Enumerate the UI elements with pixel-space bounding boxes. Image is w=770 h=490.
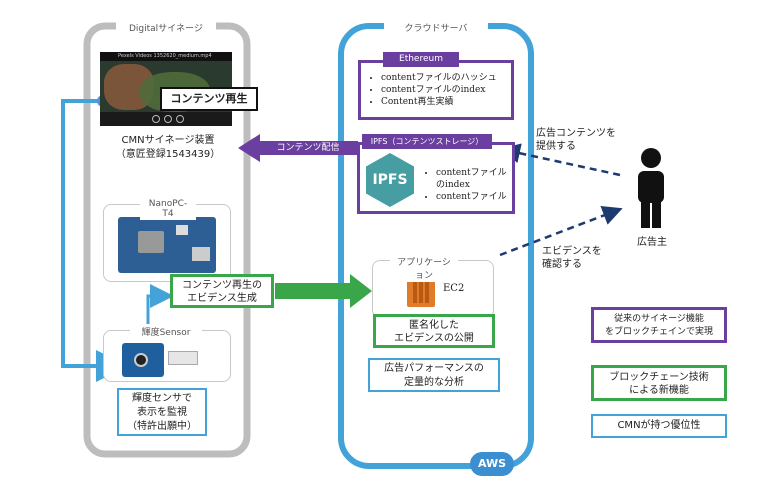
provide-content-arrow <box>500 143 621 177</box>
provide-content-text: 広告コンテンツを 提供する <box>536 127 636 153</box>
video-controls[interactable] <box>100 112 232 126</box>
forward-icon[interactable] <box>176 115 184 123</box>
legend-purple: 従来のサイネージ機能 をブロックチェインで実現 <box>591 307 727 343</box>
analysis-line2: 定量的な分析 <box>404 377 464 388</box>
content-play-label: コンテンツ再生 <box>160 87 258 111</box>
confirm-evidence-arrow <box>499 206 623 257</box>
legend-green-line2: による新機能 <box>629 385 689 396</box>
ec2-icon-bar-a <box>413 277 417 303</box>
rewind-icon[interactable] <box>152 115 160 123</box>
confirm-evidence-text: エビデンスを 確認する <box>542 245 632 271</box>
analysis-line1: 広告パフォーマンスの <box>384 363 484 374</box>
aws-cloud-icon: AWS <box>470 452 514 476</box>
content-delivery-arrow <box>238 134 358 162</box>
pause-icon[interactable] <box>164 115 172 123</box>
anon-line2: エビデンスの公開 <box>394 333 474 344</box>
evidence-upload-arrow <box>275 274 372 308</box>
ipfs-logo: IPFS <box>366 153 414 207</box>
anonymized-evidence-box: 匿名化した エビデンスの公開 <box>373 314 495 348</box>
ethereum-list: contentファイルのハッシュ contentファイルのindex Conte… <box>367 72 507 108</box>
sensor-connector <box>168 351 198 365</box>
provide-line1: 広告コンテンツを <box>536 128 616 139</box>
ipfs-box: IPFS contentファイルのindex contentファイル <box>357 142 515 214</box>
board-port-a <box>176 225 188 235</box>
sensor-box <box>103 330 231 382</box>
sensor-header: 輝度Sensor <box>130 324 202 339</box>
device-name-line2: （意匠登録1543439） <box>115 149 221 160</box>
evidence-line2: エビデンス生成 <box>187 293 257 304</box>
video-title-bar: Pexels Videos 1352620_medium.mp4 <box>100 52 232 61</box>
ethereum-box: contentファイルのハッシュ contentファイルのindex Conte… <box>358 60 514 120</box>
sensor-monitor-box: 輝度センサで 表示を監視 （特許出願中） <box>117 388 207 436</box>
advertiser-person-icon <box>638 148 664 228</box>
provide-line2: 提供する <box>536 141 576 152</box>
device-name-line1: CMNサイネージ装置 <box>121 135 215 146</box>
cloud-header: クラウドサーバ <box>384 20 488 35</box>
ethereum-item: contentファイルのindex <box>381 84 507 96</box>
sensor-evidence-line <box>146 284 174 333</box>
board-port-b <box>192 247 210 261</box>
ec2-icon-bar-b <box>419 277 423 303</box>
nanopc-header: NanoPC-T4 <box>140 198 196 220</box>
ipfs-list: contentファイルのindex contentファイル <box>422 167 512 203</box>
board-chip <box>138 231 164 253</box>
monitor-line3: （特許出願中） <box>127 421 197 432</box>
monitor-line2: 表示を監視 <box>137 407 187 418</box>
ec2-icon-bar-c <box>425 277 429 303</box>
legend-purple-line2: をブロックチェインで実現 <box>604 327 713 337</box>
analysis-box: 広告パフォーマンスの 定量的な分析 <box>368 358 500 392</box>
monitor-line1: 輝度センサで <box>132 393 192 404</box>
legend-green-line1: ブロックチェーン技術 <box>609 372 709 383</box>
confirm-line1: エビデンスを <box>542 246 602 257</box>
ethereum-item: contentファイルのハッシュ <box>381 72 507 84</box>
legend-purple-line1: 従来のサイネージ機能 <box>614 314 704 324</box>
ec2-label: EC2 <box>443 283 465 294</box>
nanopc-board-image <box>118 217 216 273</box>
advertiser-label: 広告主 <box>637 237 667 248</box>
legend-green: ブロックチェーン技術 による新機能 <box>591 365 727 401</box>
confirm-line2: 確認する <box>542 259 582 270</box>
ipfs-item: contentファイル <box>436 191 512 203</box>
ethereum-header: Ethereum <box>383 52 459 67</box>
ipfs-header: IPFS（コンテンツストレージ） <box>362 134 492 149</box>
legend-blue: CMNが持つ優位性 <box>591 414 727 438</box>
application-header: アプリケーション <box>390 254 458 282</box>
evidence-generation-box: コンテンツ再生の エビデンス生成 <box>170 274 274 308</box>
signage-header: Digitalサイネージ <box>116 20 216 35</box>
sensor-board-image <box>122 343 164 377</box>
sensor-lens-icon <box>134 353 148 367</box>
ethereum-item: Content再生実績 <box>381 96 507 108</box>
evidence-line1: コンテンツ再生の <box>182 280 262 291</box>
anon-line1: 匿名化した <box>409 320 459 331</box>
content-delivery-label: コンテンツ配信 <box>276 143 340 153</box>
ipfs-item: contentファイルのindex <box>436 167 512 191</box>
